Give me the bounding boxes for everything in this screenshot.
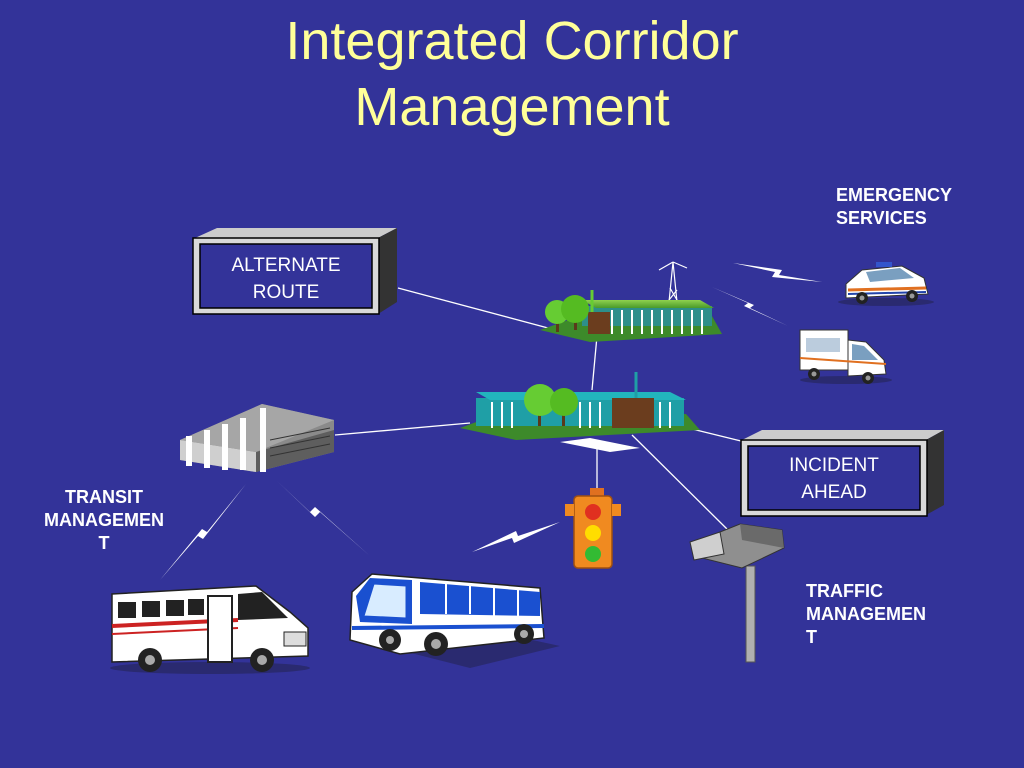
police-car-icon [838,262,934,306]
tree-icon [524,384,578,426]
transit-label-line-2: MANAGEMEN [44,510,164,530]
alternate-route-line-2: ROUTE [252,282,320,303]
emergency-label-line-2: SERVICES [836,208,927,228]
lightning-bolt-icon [277,481,370,556]
lightning-bolt-icon [472,522,560,552]
traffic-camera-icon [689,523,785,663]
traffic-label-line-2: MANAGEMEN [806,604,926,624]
traffic-management-label: TRAFFIC MANAGEMEN T [806,580,926,649]
coach-bus-icon [349,573,560,668]
incident-ahead-line-2: AHEAD [801,482,867,503]
operations-center-building-icon [540,290,722,342]
traffic-label-line-3: T [806,627,817,647]
lightning-bolt-icon [160,484,246,580]
incident-ahead-line-1: INCIDENT [789,455,879,476]
lightning-bolt-icon [712,287,788,326]
ambulance-icon [799,329,892,384]
transit-label-line-1: TRANSIT [65,487,143,507]
connection-lines [334,287,746,531]
incident-ahead-sign-text: INCIDENT AHEAD [748,452,920,506]
transit-management-label: TRANSIT MANAGEMEN T [28,486,180,555]
link-sign-to-center [397,287,549,329]
emergency-label-line-1: EMERGENCY [836,185,953,205]
title-line-1: Integrated Corridor [285,11,739,71]
link-center-to-incident [687,427,746,443]
shuttle-bus-icon [110,585,310,674]
transit-label-line-3: T [98,533,110,553]
title-line-2: Management [354,77,670,137]
link-center-to-center [591,335,598,391]
traffic-label-line-1: TRAFFIC [806,581,883,601]
incident-ahead-sign [740,430,944,517]
link-transit-to-center [334,422,471,436]
alternate-route-sign [192,228,397,315]
traffic-signal-icon [565,488,621,569]
information-center-building-icon [460,372,700,452]
page-title: Integrated Corridor Management [0,8,1024,140]
transit-building-icon [180,404,334,472]
alternate-route-line-1: ALTERNATE [231,255,341,276]
tree-icon [545,295,589,332]
alternate-route-sign-text: ALTERNATE ROUTE [200,252,372,306]
wireless-links [160,263,822,580]
lightning-bolt-icon [733,263,822,282]
emergency-services-label: EMERGENCY SERVICES [836,184,952,230]
link-center-to-camera [631,434,729,531]
